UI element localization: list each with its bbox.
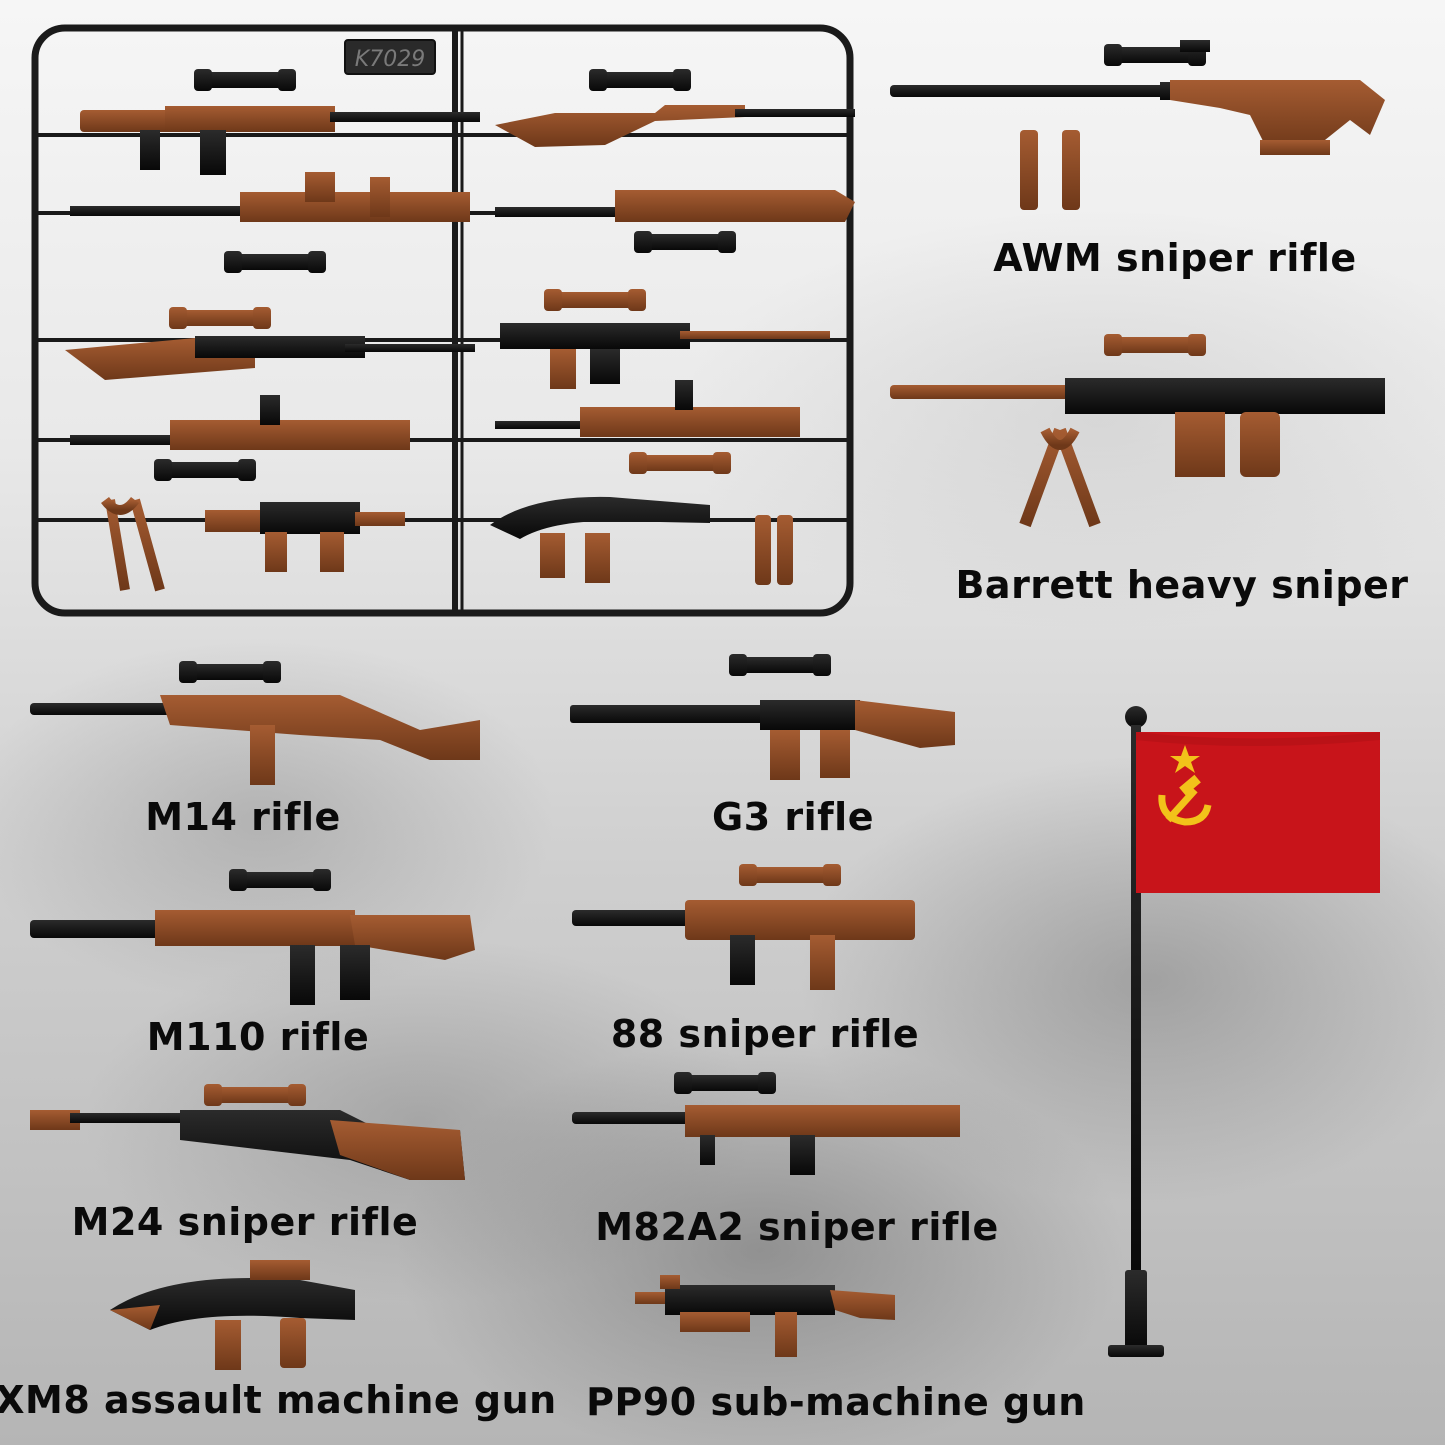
g3-rifle xyxy=(570,654,955,780)
weapon-sprue: K7029 xyxy=(31,24,855,617)
barrett-heavy-sniper xyxy=(890,334,1385,528)
m82a2-label: M82A2 sniper rifle xyxy=(595,1205,999,1249)
awm-sniper-rifle xyxy=(890,40,1385,210)
xm8-assault-machine-gun xyxy=(110,1260,355,1370)
g3-label: G3 rifle xyxy=(712,795,874,839)
m82a2-sniper-rifle xyxy=(572,1072,960,1175)
m24-sniper-rifle xyxy=(30,1084,465,1180)
flag-with-stand xyxy=(1108,706,1380,1357)
awm-label: AWM sniper rifle xyxy=(993,236,1357,280)
m14-rifle xyxy=(30,661,480,785)
pp90-label: PP90 sub-machine gun xyxy=(586,1380,1086,1424)
m24-label: M24 sniper rifle xyxy=(71,1200,419,1244)
m110-rifle xyxy=(30,869,475,1005)
88-sniper-label: 88 sniper rifle xyxy=(610,1012,920,1056)
sprue-code: K7029 xyxy=(355,47,425,72)
m14-label: M14 rifle xyxy=(145,795,341,839)
barrett-label: Barrett heavy sniper xyxy=(955,563,1409,607)
m110-label: M110 rifle xyxy=(146,1015,370,1059)
xm8-label: XM8 assault machine gun xyxy=(0,1378,557,1422)
88-sniper-rifle xyxy=(572,864,915,990)
pp90-sub-machine-gun xyxy=(635,1275,895,1357)
